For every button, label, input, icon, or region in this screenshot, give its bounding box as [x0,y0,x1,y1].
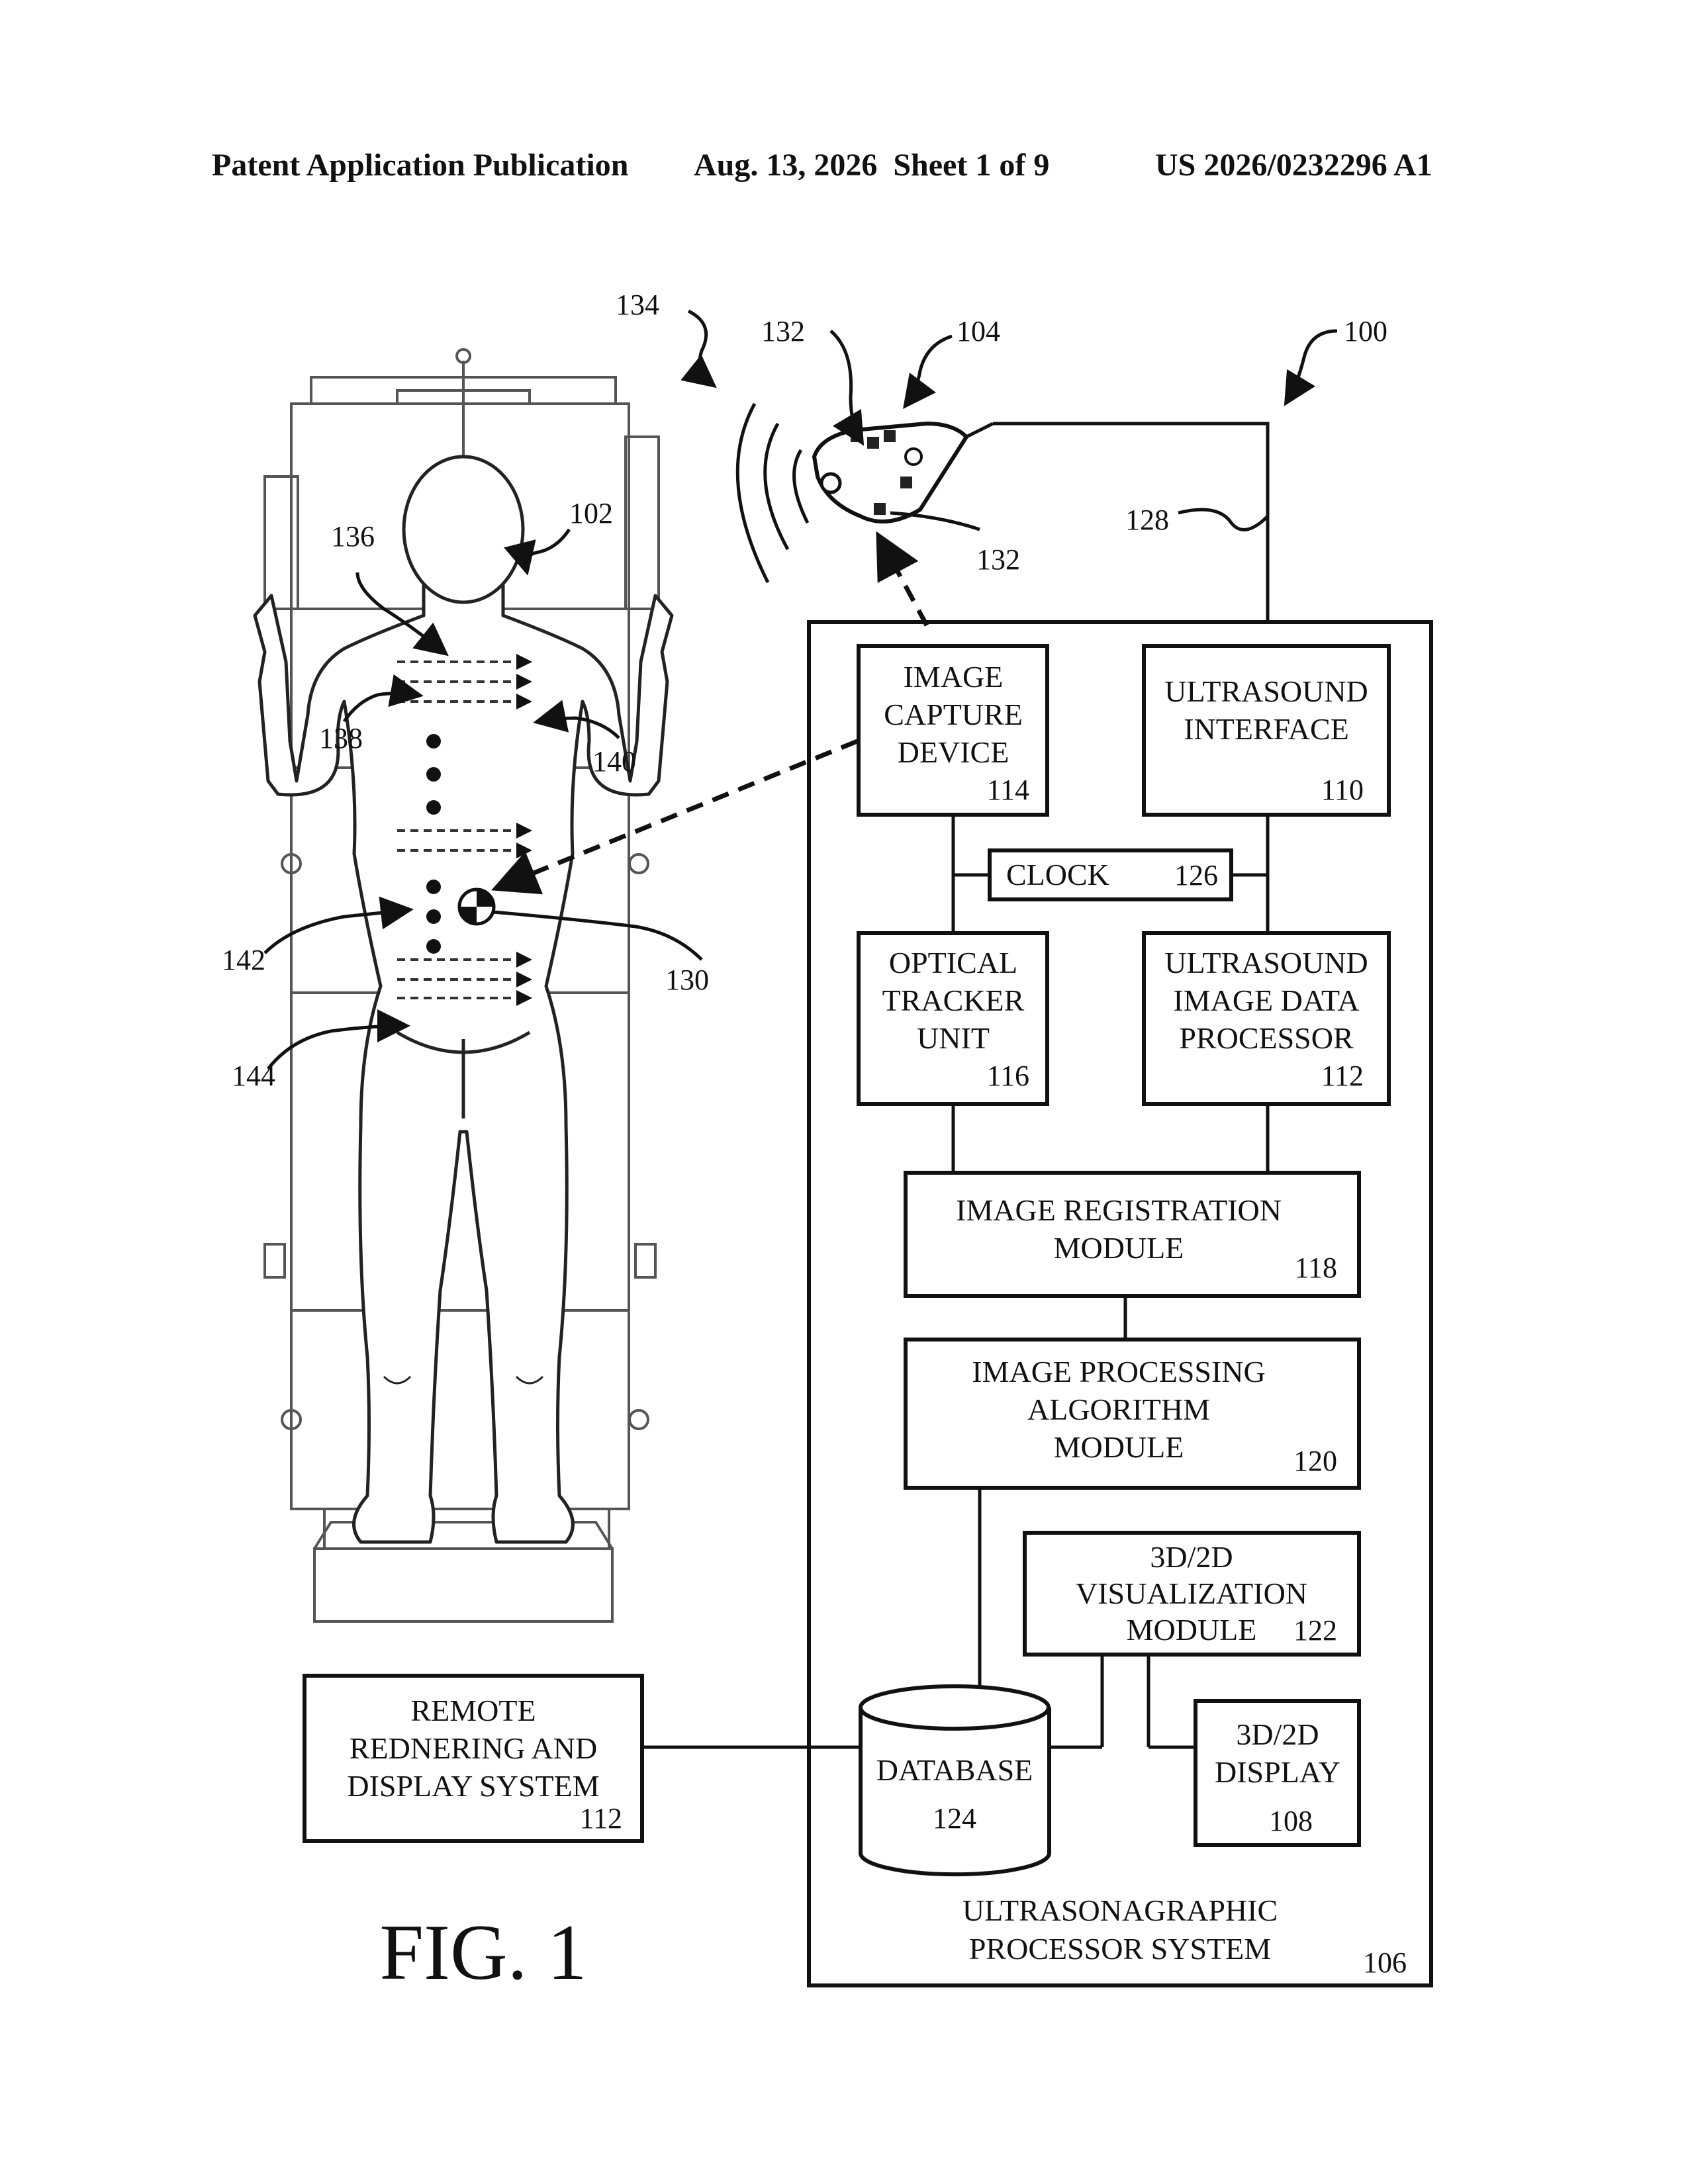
svg-text:124: 124 [933,1802,976,1835]
svg-text:MODULE: MODULE [1127,1613,1257,1647]
svg-text:132: 132 [976,543,1020,576]
svg-text:CLOCK: CLOCK [1006,858,1109,891]
svg-text:OPTICAL: OPTICAL [889,946,1017,979]
block-ultrasound-interface: ULTRASOUND INTERFACE 110 [1144,646,1389,815]
svg-text:112: 112 [580,1802,622,1835]
optical-target-130 [459,889,494,924]
svg-text:106: 106 [1363,1946,1407,1979]
svg-text:128: 128 [1125,504,1169,536]
svg-text:130: 130 [665,964,709,996]
svg-text:IMAGE DATA: IMAGE DATA [1173,983,1359,1017]
svg-text:134: 134 [616,289,659,321]
svg-text:MODULE: MODULE [1054,1231,1184,1265]
svg-text:100: 100 [1344,315,1387,347]
svg-text:132: 132 [761,315,805,347]
svg-text:ULTRASOUND: ULTRASOUND [1164,946,1368,979]
block-database: DATABASE 124 [861,1686,1049,1874]
block-image-capture-device: IMAGE CAPTURE DEVICE 114 [859,646,1047,815]
block-remote-rendering-display: REMOTE REDNERING AND DISPLAY SYSTEM 112 [305,1676,642,1841]
svg-text:112: 112 [1321,1060,1364,1092]
block-optical-tracker-unit: OPTICAL TRACKER UNIT 116 [859,933,1047,1104]
svg-text:IMAGE PROCESSING: IMAGE PROCESSING [972,1355,1265,1388]
svg-text:104: 104 [957,315,1000,347]
svg-text:108: 108 [1269,1805,1313,1837]
svg-text:122: 122 [1293,1614,1337,1647]
svg-text:REDNERING AND: REDNERING AND [350,1731,597,1765]
block-ultrasound-image-data-processor: ULTRASOUND IMAGE DATA PROCESSOR 112 [1144,933,1389,1104]
svg-text:118: 118 [1295,1251,1337,1284]
block-clock: CLOCK 126 [990,850,1231,899]
block-image-registration-module: IMAGE REGISTRATION MODULE 118 [906,1173,1359,1296]
svg-text:TRACKER: TRACKER [882,983,1025,1017]
svg-text:140: 140 [592,745,636,778]
svg-text:IMAGE REGISTRATION: IMAGE REGISTRATION [956,1193,1282,1227]
svg-text:126: 126 [1174,859,1218,891]
svg-text:3D/2D: 3D/2D [1236,1717,1319,1751]
svg-text:ULTRASONAGRAPHIC: ULTRASONAGRAPHIC [962,1893,1278,1927]
svg-text:116: 116 [987,1060,1029,1092]
block-image-processing-algorithm-module: IMAGE PROCESSING ALGORITHM MODULE 120 [906,1340,1359,1488]
svg-text:INTERFACE: INTERFACE [1184,712,1349,746]
svg-text:114: 114 [987,774,1029,806]
svg-text:CAPTURE: CAPTURE [884,698,1023,731]
block-visualization-module: 3D/2D VISUALIZATION MODULE 122 [1025,1533,1359,1655]
svg-text:DATABASE: DATABASE [876,1753,1033,1787]
svg-text:3D/2D: 3D/2D [1150,1540,1233,1574]
ultrasound-probe [737,404,993,582]
svg-text:DISPLAY: DISPLAY [1215,1755,1340,1789]
svg-text:ULTRASOUND: ULTRASOUND [1164,674,1368,708]
svg-text:120: 120 [1293,1445,1337,1477]
svg-text:ALGORITHM: ALGORITHM [1027,1392,1210,1426]
svg-text:DISPLAY SYSTEM: DISPLAY SYSTEM [347,1769,599,1803]
figure-label: FIG. 1 [379,1908,586,1996]
svg-text:102: 102 [569,497,613,529]
svg-text:MODULE: MODULE [1054,1430,1184,1464]
svg-text:REMOTE: REMOTE [410,1694,536,1727]
svg-text:DEVICE: DEVICE [898,735,1009,769]
svg-text:144: 144 [232,1060,275,1092]
svg-text:110: 110 [1321,774,1364,806]
svg-text:142: 142 [222,944,265,976]
svg-text:PROCESSOR SYSTEM: PROCESSOR SYSTEM [969,1932,1271,1966]
svg-text:136: 136 [331,520,375,553]
svg-text:PROCESSOR: PROCESSOR [1179,1021,1354,1055]
svg-text:UNIT: UNIT [917,1021,990,1055]
svg-text:138: 138 [319,722,363,754]
probe-sight-line [880,539,927,625]
block-display: 3D/2D DISPLAY 108 [1196,1701,1359,1845]
svg-text:IMAGE: IMAGE [904,660,1004,694]
svg-text:VISUALIZATION: VISUALIZATION [1076,1576,1307,1610]
